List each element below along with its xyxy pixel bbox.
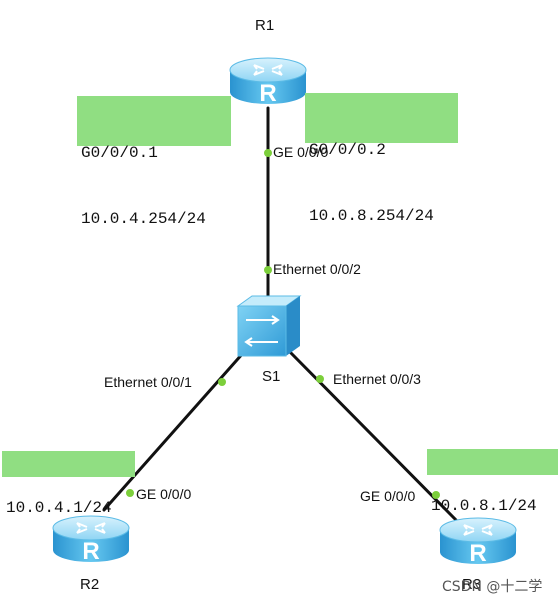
router-arrows-icon xyxy=(463,524,493,536)
address-box-r1-sub2: G0/0/0.2 10.0.8.254/24 xyxy=(305,93,458,225)
router-arrows-icon xyxy=(253,64,283,76)
device-label-r1: R1 xyxy=(255,17,275,34)
switch-arrows-icon xyxy=(244,315,280,347)
address-box-r2: 10.0.4.1/24 xyxy=(2,451,135,517)
router-letter-icon: R xyxy=(259,80,276,107)
device-label-s1: S1 xyxy=(262,368,281,385)
port-dot-s1-e3 xyxy=(316,375,324,383)
router-r2[interactable]: R xyxy=(52,515,130,565)
subinterface-name: G0/0/0.1 xyxy=(81,144,158,162)
watermark: CSDN @十二学 xyxy=(442,579,543,595)
port-label-r3-ge: GE 0/0/0 xyxy=(360,488,416,504)
port-label-s1-e2: Ethernet 0/0/2 xyxy=(273,261,361,277)
ip-address: 10.0.8.1/24 xyxy=(431,497,537,515)
router-letter-icon: R xyxy=(469,540,486,567)
port-label-s1-e1: Ethernet 0/0/1 xyxy=(104,374,192,390)
port-dot-r1-ge xyxy=(264,149,272,157)
device-label-r2: R2 xyxy=(80,576,100,593)
port-dot-r3-ge xyxy=(432,491,440,499)
address-box-r3: 10.0.8.1/24 xyxy=(427,449,558,515)
port-label-s1-e3: Ethernet 0/0/3 xyxy=(333,371,421,387)
device-label-r3: R3 xyxy=(462,576,482,593)
router-r3[interactable]: R xyxy=(439,517,517,567)
port-dots xyxy=(126,149,440,499)
subinterface-name: G0/0/0.2 xyxy=(309,141,386,159)
port-dot-s1-e2 xyxy=(264,266,272,274)
port-label-r2-ge: GE 0/0/0 xyxy=(136,486,192,502)
router-r1[interactable]: R xyxy=(229,57,307,107)
port-label-r1-ge: GE 0/0/0 xyxy=(273,144,329,160)
router-letter-icon: R xyxy=(82,538,99,565)
router-arrows-icon xyxy=(76,522,106,534)
port-dot-s1-e1 xyxy=(218,378,226,386)
port-dot-r2-ge xyxy=(126,489,134,497)
ip-address: 10.0.4.254/24 xyxy=(81,210,206,228)
address-box-r1-sub1: G0/0/0.1 10.0.4.254/24 xyxy=(77,96,231,228)
switch-s1[interactable] xyxy=(236,295,302,357)
ip-address: 10.0.4.1/24 xyxy=(6,499,112,517)
ip-address: 10.0.8.254/24 xyxy=(309,207,434,225)
